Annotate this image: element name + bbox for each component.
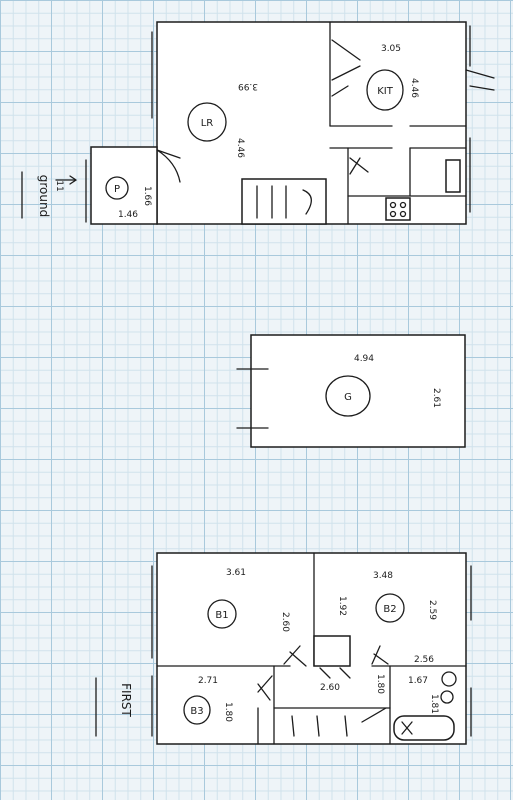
b1-dim-width: 3.61 — [226, 568, 246, 578]
bath-dim-c: 1.81 — [429, 694, 439, 714]
garage-tag: G — [344, 392, 352, 403]
b2-dim-c: 1.92 — [337, 596, 347, 616]
b1-dim-depth: 2.60 — [280, 612, 290, 632]
b1-tag: B1 — [215, 610, 228, 621]
ground-floor-plan: LR KIT P 3.99 4.46 3.05 4.46 1.66 1.46 g… — [21, 21, 495, 225]
kitchen-door-swing — [331, 85, 349, 97]
b1-door-swing — [283, 645, 307, 667]
back-door-swing — [465, 69, 495, 91]
b2-door-swing — [371, 645, 389, 665]
hob-ring — [399, 210, 407, 218]
stair-tread — [291, 715, 295, 737]
b3-dim-depth: 1.80 — [223, 702, 233, 722]
b2-dim-width: 3.48 — [373, 571, 393, 581]
b3-door-swing — [257, 675, 273, 701]
entrance-arrow — [55, 175, 78, 185]
sink-icon — [445, 159, 461, 193]
kit-dim-width: 3.05 — [381, 44, 401, 54]
b3-dim-width: 2.71 — [198, 676, 218, 686]
cupboard — [313, 635, 351, 667]
landing-door-swing — [319, 667, 351, 679]
kit-tag-circle — [366, 69, 404, 111]
kitchen-door-swing — [331, 39, 361, 81]
hall-door-swing — [349, 157, 369, 175]
bath-dim-b: 1.67 — [408, 676, 428, 686]
hob-ring — [389, 210, 397, 218]
stair-tread — [344, 715, 348, 737]
landing-dim-depth: 1.80 — [375, 674, 385, 694]
porch-room — [90, 146, 158, 225]
lr-tag: LR — [201, 118, 214, 129]
basin-icon — [440, 690, 454, 704]
kit-tag: KIT — [377, 86, 394, 97]
garage-plan: G 4.94 2.61 — [236, 334, 466, 448]
porch-tag: P — [114, 184, 120, 195]
porch-dim-a: 1.66 — [142, 186, 152, 206]
stair-tread — [316, 715, 320, 737]
lr-dim-length: 4.46 — [235, 138, 245, 158]
garage-dim-depth: 2.61 — [431, 388, 441, 408]
ground-stairs — [241, 178, 327, 225]
b2-tag-circle — [375, 593, 405, 623]
b2-dim-depth: 2.59 — [427, 600, 437, 620]
stair-arrow — [361, 707, 387, 723]
garage-dim-width: 4.94 — [354, 354, 374, 364]
bath-dim-a: 2.56 — [414, 655, 434, 665]
first-floor-plan: B1 B2 B3 3.61 2.60 3.48 2.59 1.92 2.71 1… — [95, 552, 472, 745]
lr-dim-width: 3.99 — [238, 81, 258, 91]
garage-tag-circle — [325, 375, 371, 417]
garage-outline — [250, 334, 466, 448]
hob-ring — [389, 201, 397, 209]
stair-arrow — [302, 189, 312, 215]
b1-tag-circle — [207, 599, 237, 629]
first-outline — [156, 552, 467, 745]
porch-dim-b: 1.46 — [118, 210, 138, 220]
toilet-icon — [441, 671, 457, 687]
bath-tub-icon — [393, 715, 455, 741]
tap-icon — [401, 721, 413, 735]
porch-tag-circle — [105, 176, 129, 200]
b3-tag-circle — [183, 695, 211, 725]
hob-icon — [385, 197, 411, 221]
lr-tag-circle — [187, 102, 227, 142]
porch-door-swing — [156, 149, 181, 183]
first-floor-label: FIRST — [119, 683, 133, 717]
b3-tag: B3 — [190, 706, 203, 717]
landing-dim-width: 2.60 — [320, 683, 340, 693]
kit-dim-length: 4.46 — [409, 78, 419, 98]
ground-floor-number: 11 — [54, 180, 64, 191]
ground-floor-label: ground — [37, 175, 51, 217]
hob-ring — [399, 201, 407, 209]
b2-tag: B2 — [383, 604, 396, 615]
